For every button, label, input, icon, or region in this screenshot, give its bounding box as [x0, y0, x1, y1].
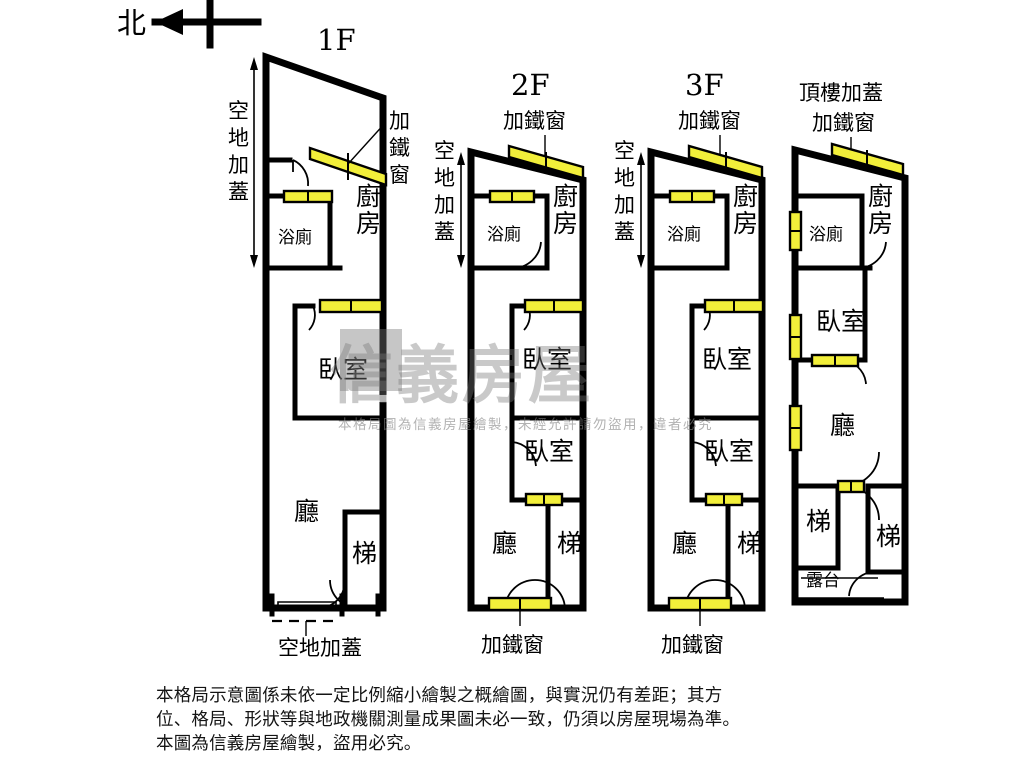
- room-label-bedroom2-2f: 臥室: [524, 437, 574, 466]
- disclaimer-line-3: 本圖為信義房屋繪製，盜用必究。: [156, 734, 422, 755]
- callout-3f-bottom: 加鐵窗: [661, 633, 724, 657]
- room-label-bedroom-1f: 臥室: [318, 355, 368, 384]
- window-iron-1f-bedroom: [318, 298, 384, 314]
- room-label-bedroom-roof: 臥室: [816, 307, 866, 336]
- room-label-bathroom-1f: 浴廁: [278, 227, 312, 248]
- callout-2f-bottom: 加鐵窗: [481, 633, 544, 657]
- window-iron-2f-bedroom1: [523, 298, 585, 314]
- callout-1f-bottom: 空地加蓋: [278, 636, 362, 660]
- disclaimer-line-2: 位、格局、形狀等與地政機關測量成果圖未必一致，仍須以房屋現場為準。: [156, 710, 741, 731]
- callout-3f-top: 加鐵窗: [678, 109, 741, 133]
- room-label-bathroom-2f: 浴廁: [487, 224, 521, 245]
- room-label-bedroom1-3f: 臥室: [702, 345, 752, 374]
- room-label-kitchen-3f: 廚房: [733, 182, 758, 238]
- room-label-bedroom1-2f: 臥室: [522, 345, 572, 374]
- window-iron-roof-bedroom-left: [788, 313, 803, 361]
- callout-roof-top: 加鐵窗: [812, 111, 875, 135]
- room-label-balcony-roof: 露台: [806, 571, 840, 591]
- room-label-living-roof: 廳: [830, 411, 855, 440]
- room-label-living-2f: 廳: [492, 529, 517, 558]
- callout-3f-left: 空地加蓋: [614, 139, 635, 244]
- room-label-bedroom2-3f: 臥室: [704, 437, 754, 466]
- floor-plan-roof: 廚房 浴廁 臥室 廳 梯 梯 露台: [788, 142, 909, 606]
- callout-2f-top: 加鐵窗: [503, 109, 566, 133]
- floor-plan-2f: 廚房 浴廁 臥室 臥室 廳 梯: [457, 144, 587, 612]
- window-iron-roof-living-left: [788, 404, 803, 452]
- floor-title-1f: 1F: [317, 23, 356, 57]
- window-iron-3f-bedroom2: [704, 492, 744, 507]
- window-iron-3f-bottom: [667, 596, 733, 612]
- north-arrow-icon: [151, 0, 262, 49]
- floor-plan-3f: 廚房 浴廁 臥室 臥室 廳 梯: [637, 144, 766, 612]
- window-iron-roof-top: [830, 142, 905, 177]
- window-iron-2f-bedroom2: [524, 492, 564, 507]
- window-iron-1f-top: [308, 146, 388, 187]
- room-label-stairs-2f: 梯: [557, 529, 582, 558]
- window-iron-3f-bath: [668, 189, 716, 204]
- room-label-stairs1-roof: 梯: [806, 507, 831, 536]
- room-label-kitchen-roof: 廚房: [868, 182, 893, 238]
- compass-label: 北: [117, 6, 146, 40]
- room-label-kitchen-2f: 廚房: [553, 182, 578, 238]
- window-iron-1f-bath: [282, 189, 334, 204]
- room-label-stairs-1f: 梯: [352, 539, 377, 568]
- floor-title-2f: 2F: [511, 68, 550, 102]
- window-iron-2f-bath: [488, 189, 536, 204]
- window-iron-roof-bedroom-bottom: [810, 353, 860, 368]
- window-iron-roof-living-bottom: [836, 479, 866, 494]
- room-label-stairs-3f: 梯: [737, 529, 762, 558]
- floor-title-3f: 3F: [685, 68, 724, 102]
- room-label-bathroom-roof: 浴廁: [809, 224, 843, 245]
- room-label-kitchen-1f: 廚房: [356, 182, 381, 238]
- window-iron-roof-bath-left: [788, 210, 803, 252]
- window-iron-2f-bottom: [487, 596, 553, 612]
- room-label-living-1f: 廳: [294, 497, 319, 526]
- room-label-stairs2-roof: 梯: [876, 522, 901, 551]
- floor-plan-1f: 廚房 浴廁 臥室 廳 梯: [250, 52, 388, 636]
- window-iron-3f-top: [687, 144, 764, 180]
- room-label-bathroom-3f: 浴廁: [667, 224, 701, 245]
- disclaimer-line-1: 本格局示意圖係未依一定比例縮小繪製之概繪圖，與實況仍有差距；其方: [156, 686, 723, 706]
- window-iron-3f-bedroom1: [703, 298, 765, 314]
- room-label-living-3f: 廳: [672, 529, 697, 558]
- callout-1f-right: 加鐵窗: [389, 109, 410, 187]
- callout-2f-left: 空地加蓋: [434, 139, 455, 244]
- floor-title-roof: 頂樓加蓋: [799, 81, 883, 105]
- disclaimer-text: 本格局示意圖係未依一定比例縮小繪製之概繪圖，與實況仍有差距；其方 位、格局、形狀…: [156, 684, 916, 756]
- window-iron-2f-top: [507, 144, 585, 180]
- callout-1f-left: 空地加蓋: [228, 99, 249, 204]
